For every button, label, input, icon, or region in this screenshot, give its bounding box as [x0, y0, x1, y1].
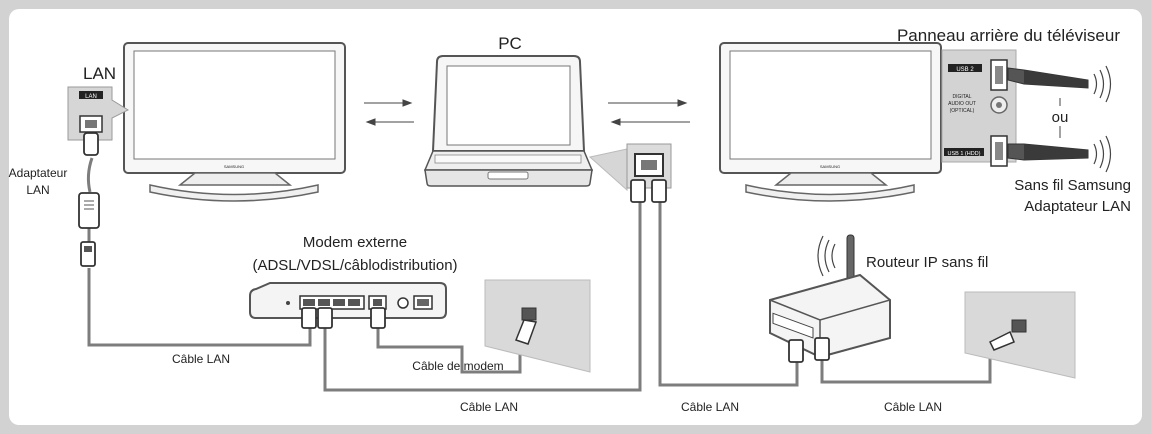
pc-label: PC [498, 34, 522, 53]
laptop-pc [423, 55, 594, 187]
tv-left: SAMSUNG [123, 42, 346, 202]
cable-lan-label-1: Câble LAN [172, 352, 230, 366]
usb2-tag: USB 2 [956, 67, 974, 73]
audio-out-line1: DIGITAL [952, 94, 971, 100]
tv-back-panel: USB 2 DIGITAL AUDIO OUT (OPTICAL) USB 1 … [941, 49, 1017, 167]
cable-lan-label-3: Câble LAN [681, 400, 739, 414]
adapter-label-line1: Adaptateur [9, 166, 68, 180]
wall-outlet-left [484, 279, 591, 373]
wireless-adapter-line2: Adaptateur LAN [1024, 198, 1131, 215]
tv-left-brand: SAMSUNG [224, 164, 244, 169]
cable-lan-pc-router [658, 200, 799, 387]
sync-arrows-right [608, 99, 690, 126]
tv-back-panel-label: Panneau arrière du téléviseur [897, 26, 1120, 45]
pc-lan-port-callout [588, 143, 672, 203]
cable-lan-label-4: Câble LAN [884, 400, 942, 414]
modem-label-line2: (ADSL/VDSL/câblodistribution) [252, 257, 457, 274]
lan-label: LAN [83, 64, 116, 83]
lan-port-tag: LAN [85, 94, 97, 100]
cable-modem-label: Câble de modem [412, 359, 503, 373]
ou-label: ou [1052, 109, 1069, 126]
external-modem [249, 282, 447, 329]
audio-out-line3: (OPTICAL) [950, 108, 975, 114]
cable-tv-adapter [86, 157, 94, 193]
adapter-label-line2: LAN [26, 183, 49, 197]
cable-lan-router-wall [820, 340, 992, 384]
cable-lan-label-2: Câble LAN [460, 400, 518, 414]
tv-right: SAMSUNG [719, 42, 942, 202]
wireless-adapter-line1: Sans fil Samsung [1014, 177, 1131, 194]
sync-arrows-left [364, 99, 414, 126]
cable-modem-wall [376, 318, 522, 374]
audio-out-line2: AUDIO OUT [948, 101, 976, 107]
lan-adapter-device [78, 132, 100, 267]
lan-port-callout: LAN LAN [67, 64, 130, 141]
router-label: Routeur IP sans fil [866, 254, 988, 271]
usb1-tag: USB 1 (HDD) [947, 151, 980, 157]
wireless-dongles [1007, 65, 1112, 173]
wall-outlet-right [964, 291, 1076, 379]
cables [86, 157, 992, 392]
modem-label-line1: Modem externe [303, 234, 407, 251]
cable-lan-tv-modem [87, 268, 312, 347]
wireless-router [769, 234, 891, 363]
cable-lan-modem-pc [323, 200, 642, 392]
tv-right-brand: SAMSUNG [820, 164, 840, 169]
